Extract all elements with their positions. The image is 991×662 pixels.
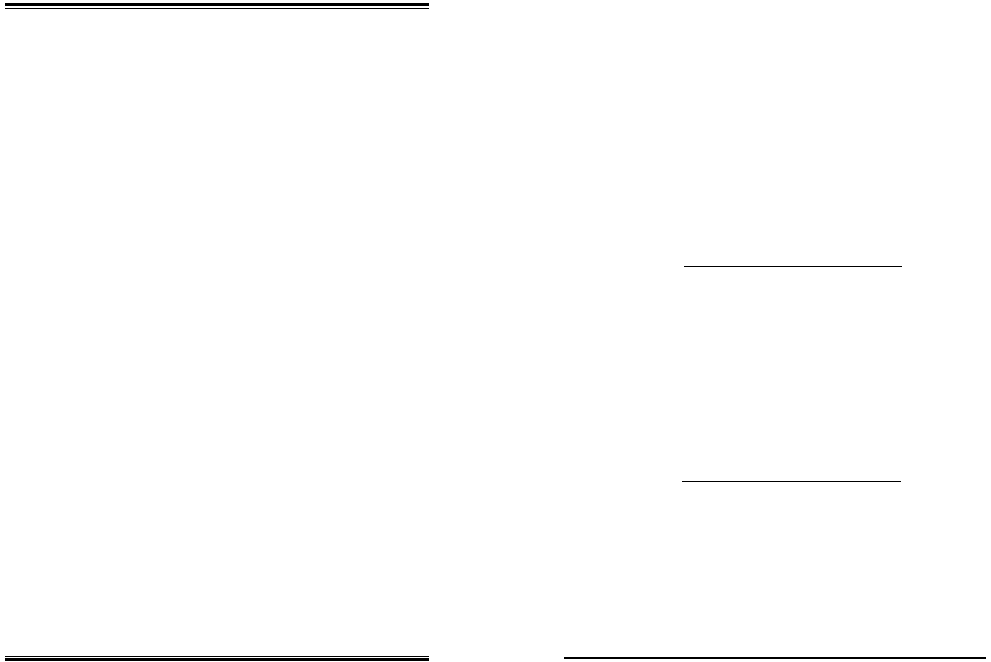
bottom-rule-thin-line xyxy=(5,656,429,657)
footer-rule xyxy=(564,657,986,659)
top-double-rule xyxy=(5,3,429,9)
bottom-rule-thick-line xyxy=(5,658,429,661)
left-page xyxy=(0,0,495,662)
signature-line-upper xyxy=(684,266,902,267)
top-rule-thin-line xyxy=(5,8,429,9)
top-rule-thick-line xyxy=(5,3,429,6)
bottom-double-rule xyxy=(5,656,429,662)
right-page xyxy=(495,0,991,662)
signature-line-lower xyxy=(682,481,901,482)
